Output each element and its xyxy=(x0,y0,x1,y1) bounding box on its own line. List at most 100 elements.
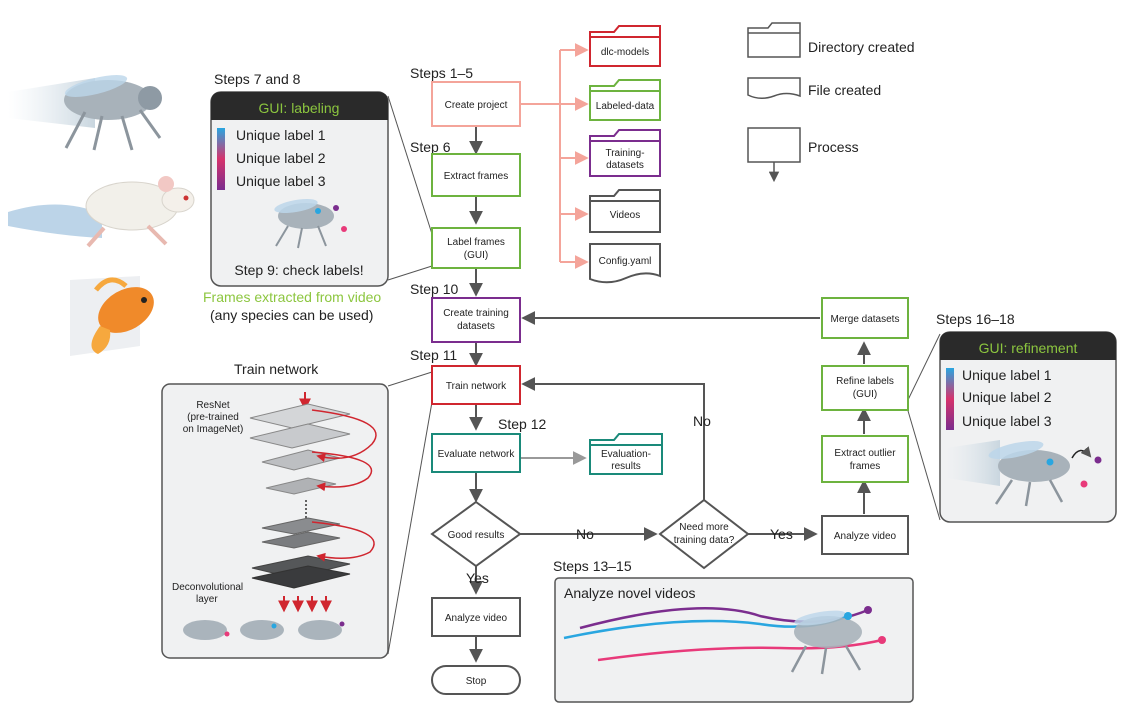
node-extract-frames: Extract frames xyxy=(431,153,521,197)
node-need-more-line1: Need more xyxy=(679,522,729,533)
dir-videos: Videos xyxy=(589,189,661,233)
analyze-fly-image xyxy=(790,606,886,675)
frames-caption-line1: Frames extracted from video xyxy=(203,289,381,305)
trajectory-pink xyxy=(597,638,883,662)
gui-labeling-label-3: Unique label 3 xyxy=(236,173,326,189)
node-evaluate-network-label: Evaluate network xyxy=(438,449,516,460)
step-label-1-5: Steps 1–5 xyxy=(410,65,473,81)
dir-evaluation-results: Evaluation- results xyxy=(589,433,663,475)
gui-refinement-label-3: Unique label 3 xyxy=(962,413,1052,429)
directory-legend-icon xyxy=(747,22,801,58)
step-label-12: Step 12 xyxy=(498,416,546,432)
node-refine-labels-line1: Refine labels xyxy=(836,376,894,387)
gui-labeling-panel: GUI: labeling Unique label 1 Unique labe… xyxy=(210,91,389,287)
skip-connections xyxy=(311,409,377,562)
refine-marker-blue xyxy=(1046,458,1054,466)
resnet-line1: ResNet xyxy=(196,400,230,411)
node-evaluate-network: Evaluate network xyxy=(431,433,521,473)
step-label-6: Step 6 xyxy=(410,139,451,155)
analyze-videos-panel: Analyze novel videos xyxy=(554,577,914,703)
dir-dlc-models: dlc-models xyxy=(589,25,661,67)
step-label-13-15: Steps 13–15 xyxy=(553,558,632,574)
fly-photo xyxy=(8,75,162,151)
dir-training-datasets-line1: Training- xyxy=(605,148,644,159)
dir-training-datasets-line2: datasets xyxy=(606,160,644,171)
node-train-network: Train network xyxy=(431,365,521,405)
decision-no-up-label: No xyxy=(693,413,711,429)
decision-yes-label: Yes xyxy=(466,570,489,586)
gui-labeling-fly-image xyxy=(274,198,347,249)
predicted-flies xyxy=(183,620,345,640)
connectors xyxy=(387,43,941,663)
gui-refinement-fly-image xyxy=(946,440,1102,507)
output-arrows xyxy=(278,596,332,613)
node-good-results-label: Good results xyxy=(448,530,505,541)
node-train-network-label: Train network xyxy=(446,381,507,392)
node-extract-outlier-line2: frames xyxy=(850,461,881,472)
gui-labeling-label-2: Unique label 2 xyxy=(236,150,326,166)
step-label-16-18: Steps 16–18 xyxy=(936,311,1015,327)
node-merge-datasets-label: Merge datasets xyxy=(831,314,900,325)
node-extract-outlier-line1: Extract outlier xyxy=(834,448,896,459)
node-create-training: Create training datasets xyxy=(431,297,521,343)
refine-marker-pink xyxy=(1080,480,1088,488)
node-stop: Stop xyxy=(431,665,521,695)
process-legend-icon xyxy=(747,127,801,163)
fish-photo xyxy=(70,276,154,356)
gui-labeling-label-1: Unique label 1 xyxy=(236,127,326,143)
decision-no-label: No xyxy=(576,526,594,542)
step-label-7-8: Steps 7 and 8 xyxy=(214,71,301,87)
train-panel-title: Train network xyxy=(234,361,319,377)
gui-labeling-title: GUI: labeling xyxy=(259,100,340,116)
node-label-frames: Label frames (GUI) xyxy=(431,227,521,269)
node-analyze-video-left-label: Analyze video xyxy=(445,613,508,624)
dir-labeled-data: Labeled-data xyxy=(589,79,661,121)
node-extract-outlier: Extract outlier frames xyxy=(821,435,909,483)
node-analyze-video-right-label: Analyze video xyxy=(834,531,897,542)
node-create-project: Create project xyxy=(431,81,521,127)
node-stop-label: Stop xyxy=(466,676,487,687)
node-extract-frames-label: Extract frames xyxy=(444,171,508,182)
analyze-videos-title: Analyze novel videos xyxy=(564,585,696,601)
gui-refinement-panel: GUI: refinement Unique label 1 Unique la… xyxy=(939,331,1117,523)
node-create-project-label: Create project xyxy=(445,100,508,111)
legend-directory-label: Directory created xyxy=(808,39,915,55)
node-refine-labels: Refine labels (GUI) xyxy=(821,365,909,411)
node-refine-labels-line2: (GUI) xyxy=(853,389,877,400)
node-label-frames-line1: Label frames xyxy=(447,237,505,248)
gui-labeling-check: Step 9: check labels! xyxy=(234,262,363,278)
node-good-results: Good results xyxy=(430,500,522,568)
step-label-11: Step 11 xyxy=(410,347,457,363)
gui-labeling-marker-purple xyxy=(333,205,339,211)
legend-process-label: Process xyxy=(808,139,859,155)
gui-labeling-marker-pink xyxy=(341,226,347,232)
mouse-photo xyxy=(8,176,195,248)
resnet-line3: on ImageNet) xyxy=(183,424,244,435)
dir-videos-label: Videos xyxy=(610,210,640,221)
gui-refinement-title: GUI: refinement xyxy=(979,340,1078,356)
gui-labeling-marker-blue xyxy=(315,208,321,214)
deconv-line2: layer xyxy=(196,594,218,605)
node-analyze-video-right: Analyze video xyxy=(821,515,909,555)
gui-refinement-label-2: Unique label 2 xyxy=(962,389,1052,405)
node-need-more-line2: training data? xyxy=(674,535,735,546)
node-analyze-video-left: Analyze video xyxy=(431,597,521,637)
dir-labeled-data-label: Labeled-data xyxy=(596,101,655,112)
resnet-line2: (pre-trained xyxy=(187,412,239,423)
file-config: Config.yaml xyxy=(589,243,661,284)
node-label-frames-line2: (GUI) xyxy=(464,250,488,261)
dir-evaluation-results-line2: results xyxy=(611,461,640,472)
gui-refinement-label-1: Unique label 1 xyxy=(962,367,1052,383)
refine-drag-icon xyxy=(1071,446,1092,459)
node-create-training-line1: Create training xyxy=(443,308,509,319)
node-merge-datasets: Merge datasets xyxy=(821,297,909,339)
dir-evaluation-results-line1: Evaluation- xyxy=(601,449,651,460)
frames-caption-line2: (any species can be used) xyxy=(210,307,373,323)
file-legend-icon xyxy=(747,77,801,99)
file-config-label: Config.yaml xyxy=(599,256,652,267)
step-label-10: Step 10 xyxy=(410,281,458,297)
refine-marker-purple xyxy=(1094,456,1102,464)
node-create-training-line2: datasets xyxy=(457,321,495,332)
decision-yes-right-label: Yes xyxy=(770,526,793,542)
deconv-line1: Deconvolutional xyxy=(172,582,243,593)
